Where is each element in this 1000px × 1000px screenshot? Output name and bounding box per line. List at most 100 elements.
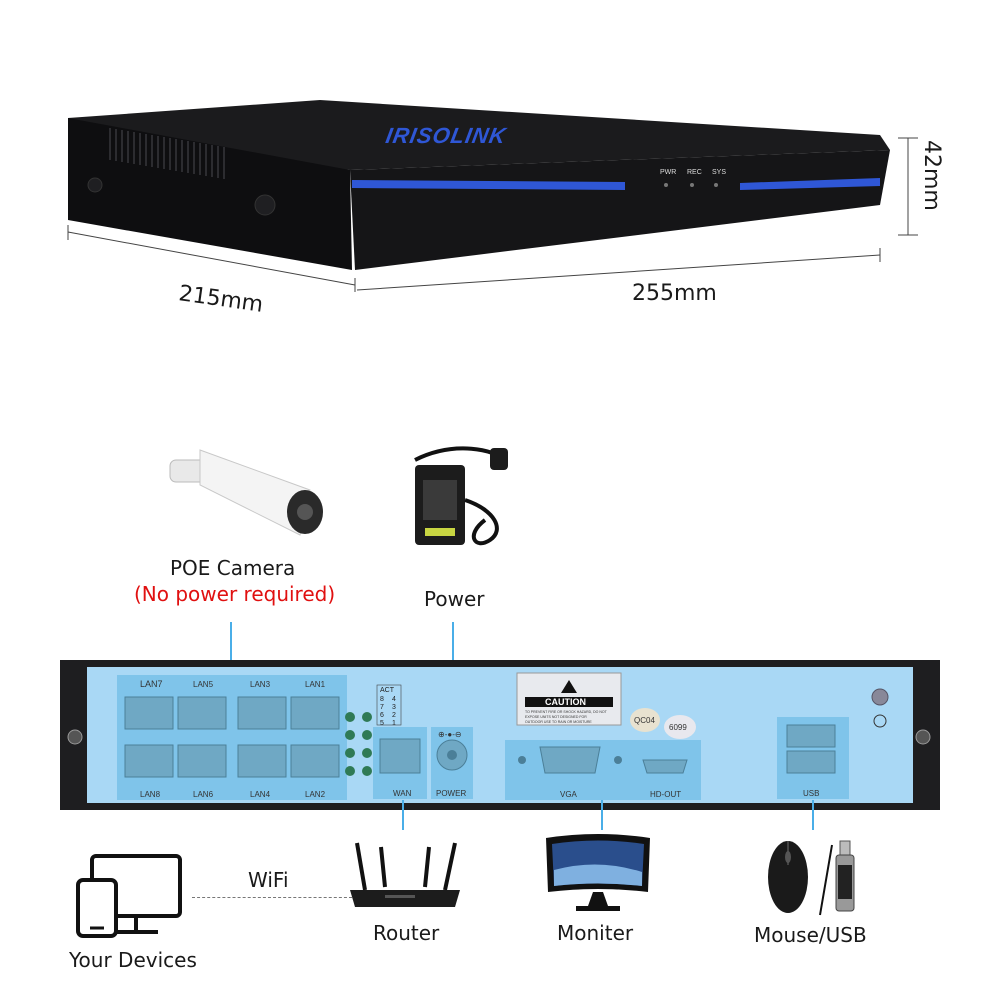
camera-body <box>199 449 311 536</box>
ground-symbol-icon <box>873 714 887 728</box>
your-devices-label: Your Devices <box>69 948 197 972</box>
vga-label: VGA <box>560 790 578 799</box>
act-row-4-b: 1 <box>392 720 396 727</box>
nvr-screw-icon <box>254 194 276 216</box>
lan3-port <box>237 696 287 730</box>
lan6-port <box>177 744 227 778</box>
lan2-label: LAN2 <box>305 790 326 799</box>
serial-text: 6099 <box>669 723 687 732</box>
led-rec-icon <box>690 183 694 187</box>
poe-camera-image <box>169 449 323 536</box>
monitor-icon <box>546 834 650 911</box>
lan6-label: LAN6 <box>193 790 214 799</box>
your-devices-icon <box>76 854 182 938</box>
rear-panel: LAN7 LAN5 LAN3 LAN1 LAN8 LAN6 LAN4 LAN2 … <box>60 660 940 810</box>
nvr-front-face <box>350 150 890 270</box>
vga-port <box>539 746 601 774</box>
indicator-sys: SYS <box>712 169 726 176</box>
usb-port-bottom <box>786 750 836 774</box>
power-plug-icon <box>490 448 508 470</box>
camera-note: (No power required) <box>134 582 336 606</box>
serial-sticker <box>664 715 696 739</box>
camera-connector-line <box>230 622 232 677</box>
vga-screw-icon <box>614 756 622 764</box>
lan4-label: LAN4 <box>250 790 271 799</box>
mouse-usb-label: Mouse/USB <box>754 923 867 947</box>
hdmi-port <box>642 759 688 774</box>
qc-sticker <box>630 708 660 732</box>
lan7-label: LAN7 <box>140 679 163 689</box>
indicator-rec: REC <box>687 169 702 176</box>
camera-lens-center <box>297 504 313 520</box>
power-port-label: POWER <box>436 789 466 798</box>
lan2-port <box>290 744 340 778</box>
monitor-connector-line <box>601 800 603 830</box>
act-row-3-b: 2 <box>392 712 396 719</box>
brand-logo: IRISOLINK <box>384 123 510 148</box>
mount-screw-left-icon <box>67 729 83 745</box>
mouse-usb-icon <box>768 840 855 916</box>
act-table <box>376 684 402 726</box>
caution-text-2: EXPOSE UNITS NOT DESIGNED FOR <box>525 715 587 719</box>
act-row-2-b: 3 <box>392 704 396 711</box>
caution-title-bar <box>525 697 613 707</box>
monitor-label: Moniter <box>557 921 634 945</box>
led-sys-icon <box>714 183 718 187</box>
hdout-label: HD-OUT <box>650 790 681 799</box>
dimension-lines <box>67 137 918 292</box>
wan-port <box>379 738 421 774</box>
lan4-port <box>237 744 287 778</box>
warning-triangle-icon <box>561 680 577 693</box>
vga-screw-icon <box>518 756 526 764</box>
nvr-product-view: IRISOLINK PWR REC SYS 215mm 255mm 42mm <box>67 100 944 318</box>
router-icon <box>350 842 460 907</box>
nvr-top-face <box>68 100 890 170</box>
lan3-label: LAN3 <box>250 680 271 689</box>
height-dimension: 42mm <box>919 140 944 211</box>
lan8-label: LAN8 <box>140 790 161 799</box>
adapter-sticker <box>425 528 455 536</box>
wifi-label: WiFi <box>248 868 289 892</box>
lan1-label: LAN1 <box>305 680 326 689</box>
depth-dimension: 215mm <box>177 281 265 318</box>
ground-screw-icon <box>871 688 889 706</box>
power-jack-pin <box>447 750 457 760</box>
nvr-screw-icon <box>87 177 103 193</box>
lan-leds <box>345 712 372 776</box>
act-row-4-a: 5 <box>380 720 384 727</box>
lan7-port <box>124 696 174 730</box>
usb-connector-line <box>812 800 814 830</box>
lan-port-block <box>117 675 347 800</box>
act-header: ACT <box>380 687 395 694</box>
lan1-port <box>290 696 340 730</box>
camera-label: POE Camera <box>170 556 296 580</box>
act-row-3-a: 6 <box>380 712 384 719</box>
wan-label: WAN <box>393 789 412 798</box>
nvr-vents <box>109 128 225 179</box>
light-bar-left <box>352 180 625 190</box>
mount-screw-right-icon <box>915 729 931 745</box>
act-row-1-b: 4 <box>392 696 396 703</box>
indicator-pwr: PWR <box>660 169 676 176</box>
lan5-port <box>177 696 227 730</box>
wifi-dashed-line <box>192 897 352 898</box>
power-label: Power <box>424 587 485 611</box>
router-connector-line <box>402 800 404 830</box>
light-bar-right <box>740 178 880 190</box>
qc-text: QC04 <box>634 716 655 725</box>
led-pwr-icon <box>664 183 668 187</box>
adapter-label <box>423 480 457 520</box>
usb-label: USB <box>803 789 819 798</box>
act-row-1-a: 8 <box>380 696 384 703</box>
width-dimension: 255mm <box>632 281 717 306</box>
power-adapter-image <box>414 446 508 546</box>
caution-title: CAUTION <box>545 697 586 707</box>
router-label: Router <box>373 921 440 945</box>
lan8-port <box>124 744 174 778</box>
usb-port-top <box>786 724 836 748</box>
caution-text-1: TO PREVENT FIRE OR SHOCK HAZARD, DO NOT <box>525 710 608 714</box>
polarity-icon: ⊕-●-⊖ <box>438 730 462 739</box>
lan5-label: LAN5 <box>193 680 214 689</box>
caution-text-3: OUTDOOR USE TO RAIN OR MOISTURE <box>525 720 592 724</box>
act-row-2-a: 7 <box>380 704 384 711</box>
